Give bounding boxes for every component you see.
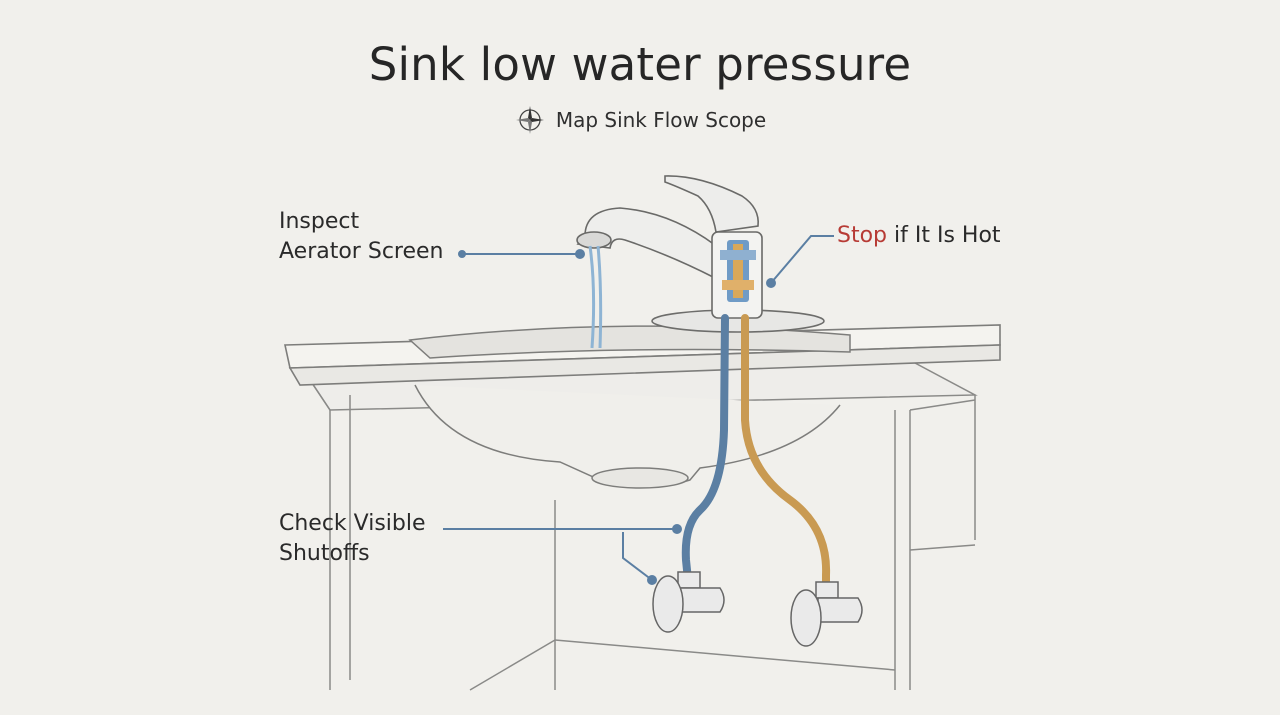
hot-supply-line xyxy=(741,314,831,594)
callout-hot-rest: if It Is Hot xyxy=(887,223,1001,248)
water-stream xyxy=(588,245,603,349)
page-title: Sink low water pressure xyxy=(368,38,912,91)
cold-supply-line xyxy=(681,314,729,584)
sink-basin xyxy=(408,325,851,489)
compass-icon xyxy=(515,106,544,134)
callout-stop-if-hot: Stop if It Is Hot xyxy=(837,221,1001,251)
subtitle-text: Map Sink Flow Scope xyxy=(555,108,767,132)
callout-aerator-line2: Aerator Screen xyxy=(279,239,444,264)
faucet-spout xyxy=(576,207,716,280)
callout-aerator-line1: Inspect xyxy=(279,209,360,234)
faucet-body-cutaway xyxy=(711,231,763,319)
subtitle-row: Map Sink Flow Scope xyxy=(0,104,1280,136)
callout-shutoffs-line2: Shutoffs xyxy=(279,541,370,566)
callout-leaders xyxy=(443,235,834,585)
callout-hot-emphasis: Stop xyxy=(837,223,888,248)
callout-inspect-aerator: Inspect Aerator Screen xyxy=(279,207,443,267)
cold-shutoff-valve xyxy=(652,571,725,633)
callout-check-shutoffs: Check Visible Shutoffs xyxy=(279,509,426,569)
faucet-handle xyxy=(664,175,759,233)
hot-shutoff-valve xyxy=(790,581,863,647)
callout-shutoffs-line1: Check Visible xyxy=(279,511,426,536)
